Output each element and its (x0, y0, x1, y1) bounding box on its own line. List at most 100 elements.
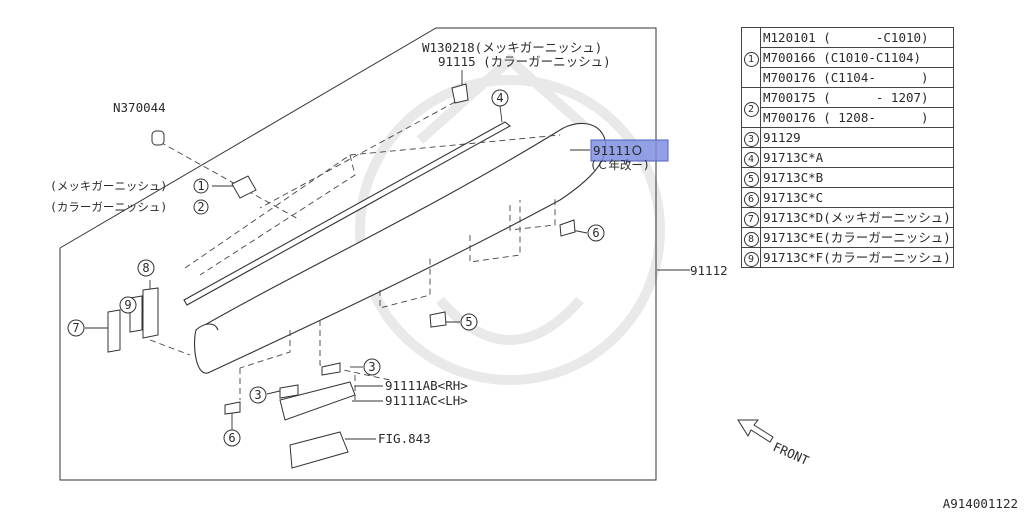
cover-91111 (279, 381, 356, 421)
label-w130218: W130218(メッキガーニッシュ) (422, 40, 602, 55)
callout-key: 7 (743, 212, 759, 227)
table-cell: 91713C*F(カラーガーニッシュ) (760, 247, 954, 268)
callout-6-right-number: 6 (592, 226, 599, 240)
callout-key: 9 (743, 252, 759, 267)
callout-key: 6 (743, 192, 759, 207)
table-cell: 91713C*A (760, 147, 954, 168)
diagram-id: A914001122 (942, 496, 1018, 511)
label-91115: 91115 (カラーガーニッシュ) (438, 54, 611, 69)
table-cell: M120101 ( -C1010) (760, 27, 954, 48)
label-91110-note: (Ｃ年改ー) (590, 158, 650, 172)
table-key-9: 9 (741, 247, 761, 268)
table-key-5: 5 (741, 167, 761, 188)
table-cell: 91713C*B (760, 167, 954, 188)
callout-4-circle (491, 89, 509, 107)
label-finish-plated: (メッキガーニッシュ) (50, 179, 167, 193)
callout-7-circle (67, 319, 85, 337)
watermark-emblem (355, 53, 665, 385)
label-91111ab: 91111AB<RH> (385, 378, 468, 393)
table-cell: 91129 (760, 127, 954, 148)
label-91110-code: 91111Ｏ (593, 143, 643, 158)
callout-2-number: 2 (197, 200, 204, 214)
pad-5 (429, 311, 447, 328)
callout-6-left-circle (223, 429, 241, 447)
label-n370044: N370044 (113, 100, 166, 115)
table-cell: 91713C*E(カラーガーニッシュ) (760, 227, 954, 248)
pad-6-right (559, 219, 576, 237)
callout-6-left-number: 6 (228, 431, 235, 445)
callout-key: 1 (743, 52, 759, 67)
callout-9-circle (119, 296, 137, 314)
pad-3-upper (321, 362, 341, 376)
callout-7-number: 7 (72, 321, 79, 335)
label-91112: 91112 (690, 263, 728, 278)
callout-key: 5 (743, 172, 759, 187)
callout-1-circle (193, 178, 209, 194)
table-key-7: 7 (741, 207, 761, 228)
table-key-8: 8 (741, 227, 761, 248)
callout-3-lower-number: 3 (254, 388, 261, 402)
hardware-parts (107, 83, 576, 469)
table-row: M700176 ( 1208- ) (742, 107, 954, 128)
table-cell: M700176 ( 1208- ) (760, 107, 954, 128)
table-cell: M700166 (C1010-C1104) (760, 47, 954, 68)
front-arrow: FRONT (737, 419, 812, 468)
assembly-outline (59, 27, 657, 481)
callout-key: 8 (743, 232, 759, 247)
label-fig843: FIG.843 (378, 431, 431, 446)
label-finish-color: (カラーガーニッシュ) (50, 200, 167, 214)
parts-table: 1 M120101 ( -C1010) M700166 (C1010-C1104… (741, 27, 954, 268)
front-label: FRONT (771, 439, 812, 468)
callout-8-number: 8 (142, 261, 149, 275)
part-labels: N370044 W130218(メッキガーニッシュ) 91115 (カラーガーニ… (50, 40, 728, 446)
table-cell: 91713C*C (760, 187, 954, 208)
table-cell: 91713C*D(メッキガーニッシュ) (760, 207, 954, 228)
hidden-lines (149, 101, 561, 400)
table-cell: M700176 (C1104- ) (760, 67, 954, 88)
garnish-8 (142, 287, 159, 339)
bolt-1 (231, 175, 257, 199)
table-key-1: 1 (741, 27, 761, 88)
callout-8-circle (137, 259, 155, 277)
callout-3-lower-circle (249, 386, 267, 404)
part-highlight-box[interactable] (590, 139, 669, 162)
table-cell: M700175 ( - 1207) (760, 87, 954, 108)
callout-key: 2 (743, 102, 759, 117)
callout-2-circle (193, 199, 209, 215)
callout-key: 3 (743, 132, 759, 147)
label-91111ac: 91111AC<LH> (385, 393, 468, 408)
clip-91115 (451, 83, 469, 104)
callout-numbers: 1 2 4 6 5 3 3 6 8 9 7 (72, 91, 599, 445)
callout-1-number: 1 (197, 179, 204, 193)
callout-4-number: 4 (496, 91, 503, 105)
table-key-2: 2 (741, 87, 761, 128)
garnish-7 (107, 309, 121, 353)
spoiler-body (193, 122, 607, 374)
lamp-fig843 (289, 431, 349, 469)
front-arrow-icon (737, 419, 774, 443)
callout-9-number: 9 (124, 298, 131, 312)
nut-n370044 (151, 130, 165, 146)
callout-3-upper-circle (363, 358, 381, 376)
trim-strip (183, 121, 511, 306)
table-row: 2 M700175 ( - 1207) (741, 87, 954, 128)
table-key-4: 4 (741, 147, 761, 168)
callout-5-circle (460, 313, 478, 331)
callout-6-right-circle (587, 224, 605, 242)
table-row: M700176 (C1104- ) (742, 67, 954, 88)
table-key-3: 3 (741, 127, 761, 148)
table-row: M700166 (C1010-C1104) (742, 47, 954, 68)
callout-key: 4 (743, 152, 759, 167)
pad-6-left (224, 401, 241, 415)
table-row: 1 M120101 ( -C1010) (741, 27, 954, 88)
callout-circles (67, 89, 605, 447)
callout-3-upper-number: 3 (368, 360, 375, 374)
callout-5-number: 5 (465, 315, 472, 329)
